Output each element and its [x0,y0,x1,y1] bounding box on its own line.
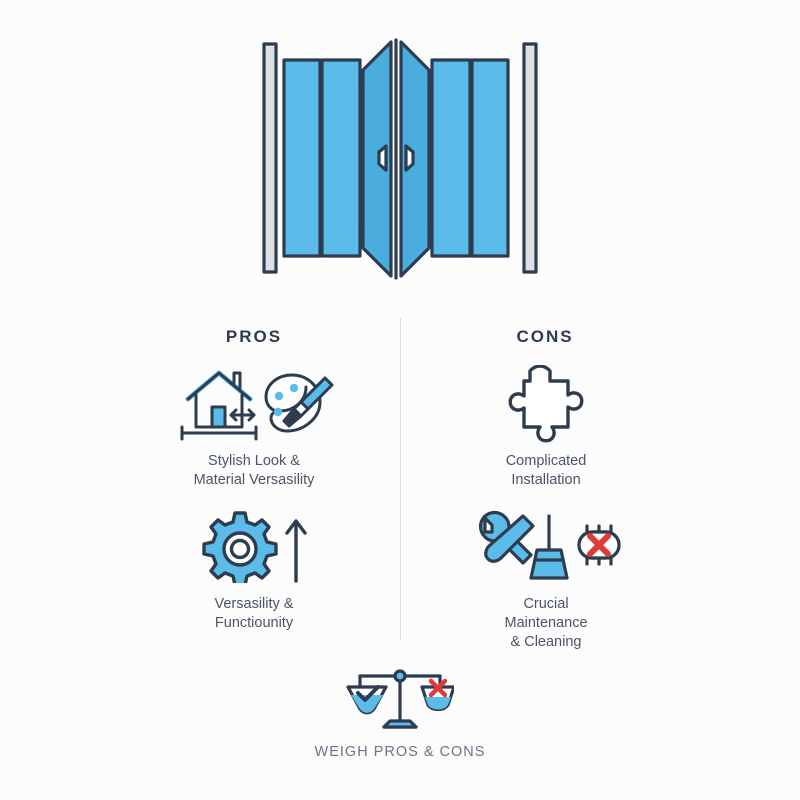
scale-pivot [393,669,407,683]
check-mark [356,685,380,702]
pros-entry-label: Stylish Look & Material Versasility [193,453,315,488]
palette-paint-dot [289,383,299,393]
pros-entry-versatility: Versasility & Functiounity [119,505,389,633]
door-panel [361,40,393,278]
footer-block: WEIGH PROS & CONS [265,662,535,760]
gear-inner-hole [229,538,251,560]
paint-brush-tip [282,407,303,428]
cons-column-heading: CONS [516,327,574,346]
door-panel [399,40,431,278]
bifold-door-illustration [0,28,800,290]
column-divider [400,318,401,640]
screwdriver-icon [484,514,535,563]
cons-entry-label: Crucial Maintenance & Cleaning [504,596,588,650]
door-frame-rail-right [522,42,538,274]
door-frame-rail-left [262,42,278,274]
tools-broom-and-no-sign-icon [411,505,681,589]
gear-with-up-arrow-icon [119,505,389,589]
palette-paint-dot [274,391,284,401]
scale-pan-left-fill [351,695,383,713]
cons-entry-complicated-installation: Complicated Installation [411,362,681,490]
puzzle-piece-outline [508,365,584,443]
pros-column-heading: PROS [225,327,283,346]
pros-entry-stylish-look: Stylish Look & Material Versasility [119,362,389,490]
broom-head [529,548,569,580]
scale-pan-right-fill [425,697,451,710]
house-door [210,405,227,429]
door-panel [320,58,362,258]
footer-label: WEIGH PROS & CONS [314,744,486,760]
red-cross-mark [587,533,611,557]
puzzle-piece-icon [411,362,681,446]
door-handle-right [404,144,415,172]
red-cross-mark [428,678,448,698]
door-handle-left [377,144,388,172]
growth-arrow-head [285,519,307,535]
palette-paint-dot [273,407,283,417]
door-panel [470,58,510,258]
house-and-paint-palette-icon [119,362,389,446]
balance-scale-icon [265,662,535,740]
door-panel [430,58,472,258]
door-panel [282,58,322,258]
pros-entry-label: Versasility & Functiounity [214,596,294,631]
house-chimney [232,371,242,390]
cons-entry-maintenance: Crucial Maintenance & Cleaning [411,505,681,652]
cons-entry-label: Complicated Installation [505,453,587,488]
